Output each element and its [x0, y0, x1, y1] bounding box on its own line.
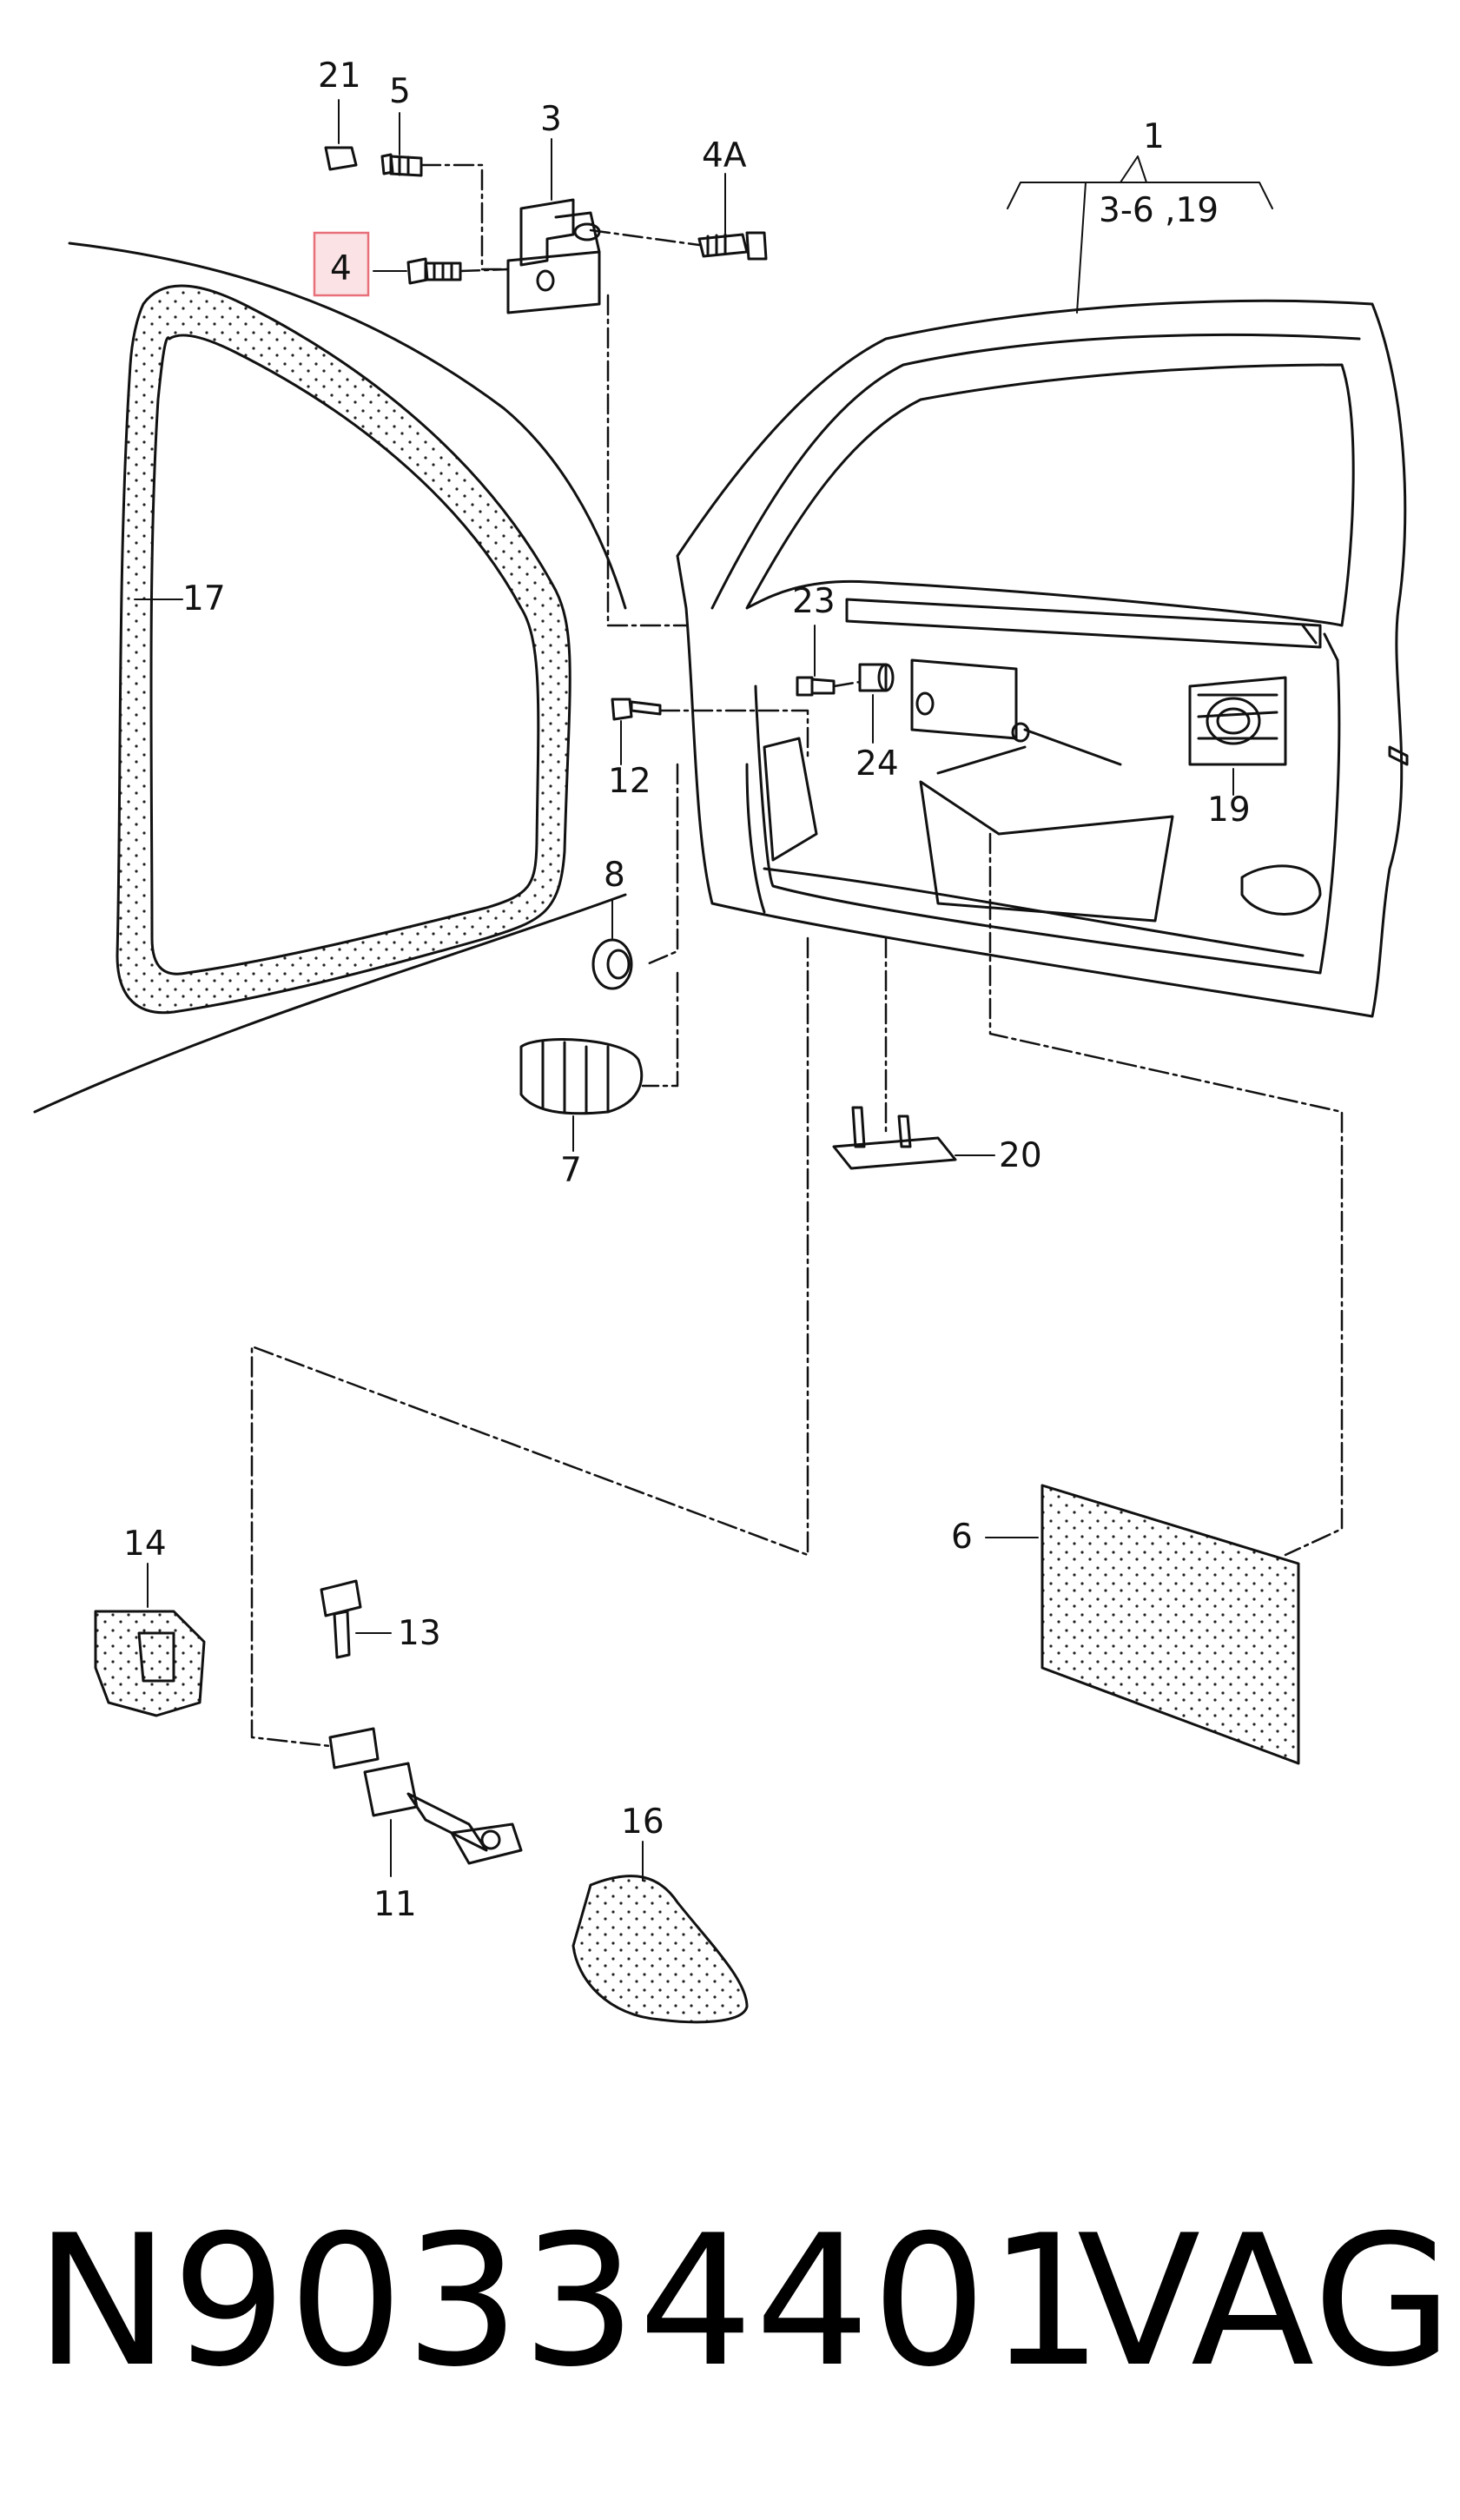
- callout-13: 13: [398, 1614, 441, 1653]
- bolt-13: [320, 1579, 362, 1659]
- door-seal-17: [116, 284, 571, 1015]
- assembly-line-6: [988, 832, 1344, 1557]
- body-outline-top: [68, 241, 627, 610]
- callout-23: 23: [792, 582, 836, 621]
- door-assembly-1: [676, 299, 1409, 1018]
- window-regulator-19: [1188, 676, 1287, 766]
- hinge-bolt-4: [406, 257, 462, 285]
- callout-20: 20: [999, 1136, 1042, 1175]
- assembly-line-hinge: [606, 294, 688, 627]
- hinge-bolt-4a: [697, 231, 768, 261]
- bolt-12: [611, 698, 662, 721]
- callout-3: 3: [540, 100, 562, 139]
- hinge-bolt-5: [380, 153, 423, 177]
- callout-19: 19: [1207, 790, 1251, 830]
- grommet-8: [591, 938, 633, 990]
- door-hinge-3: [506, 198, 601, 314]
- screw-23: [796, 676, 836, 697]
- cable-boot-7: [519, 1038, 644, 1115]
- door-check-11: [328, 1727, 523, 1865]
- assembly-line-4a: [589, 228, 701, 247]
- bracket-20: [832, 1106, 957, 1170]
- insulation-panel-6: [1040, 1484, 1300, 1765]
- callout-16: 16: [621, 1802, 664, 1842]
- footer: N90334401 VAG: [0, 2198, 1460, 2406]
- callout-12: 12: [608, 762, 651, 801]
- callout-1: 1: [1143, 117, 1165, 156]
- assembly-line-5: [420, 163, 510, 271]
- callout-17: 17: [182, 579, 226, 618]
- assembly-line-12: [658, 709, 809, 757]
- brand-name: VAG: [1077, 2197, 1455, 2407]
- assembly-line-8-7: [641, 763, 679, 1088]
- body-outline-bottom: [33, 893, 627, 1114]
- cover-14: [94, 1610, 206, 1717]
- callout-1-range: 3-6 ,19: [1099, 191, 1219, 230]
- plug-21: [324, 146, 358, 171]
- callout-5: 5: [389, 72, 411, 111]
- callout-24: 24: [856, 744, 899, 784]
- part-number: N90334401: [35, 2197, 1106, 2407]
- callout-21: 21: [318, 56, 361, 96]
- leader-1: [1007, 155, 1273, 314]
- callout-14: 14: [123, 1525, 167, 1564]
- callout-11: 11: [373, 1885, 417, 1924]
- callout-7: 7: [560, 1151, 582, 1190]
- highlight-box: [313, 231, 370, 297]
- callout-8: 8: [604, 856, 625, 895]
- cover-16: [571, 1875, 749, 2024]
- assembly-line-23-24: [832, 680, 862, 688]
- assembly-line-check: [250, 936, 809, 1748]
- callout-4: 4: [330, 249, 352, 288]
- nut-24: [858, 663, 895, 692]
- callout-6: 6: [951, 1518, 973, 1557]
- callout-4a: 4A: [702, 136, 747, 175]
